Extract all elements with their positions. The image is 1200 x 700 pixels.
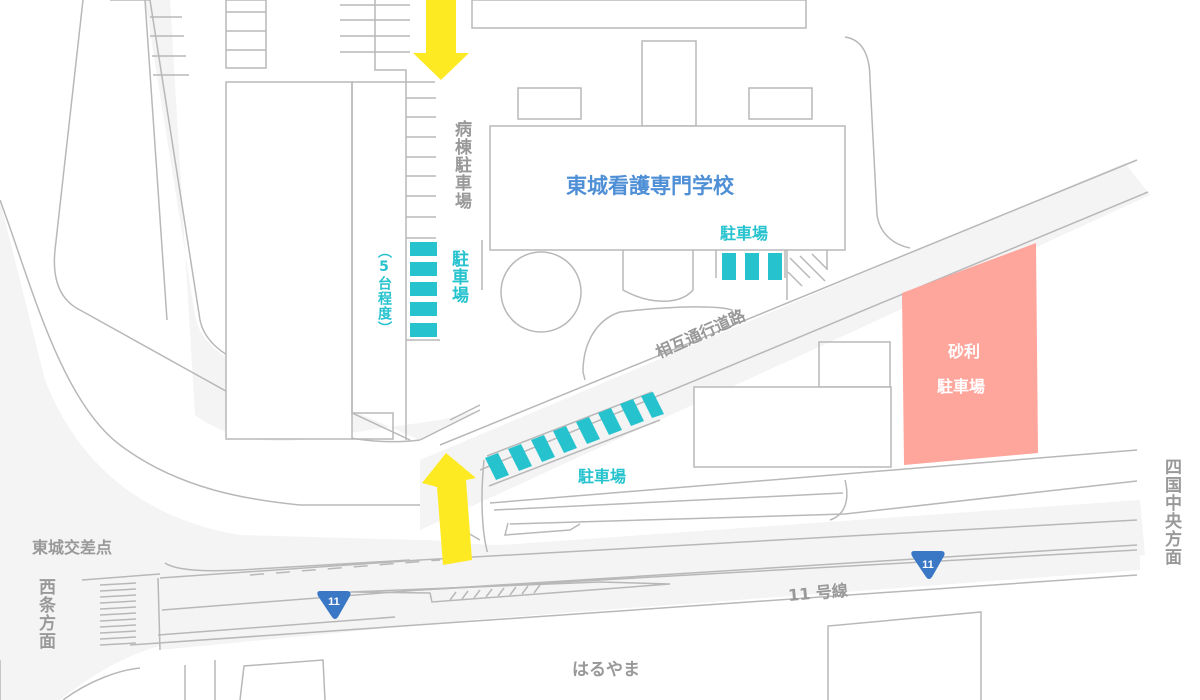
angled-parking-label: 駐車場 [578,467,627,486]
mutual-road [420,163,1150,530]
gravel-parking-label-2: 駐車場 [937,377,986,396]
side-parking-note: （5台程度） [376,244,392,336]
ward-parking-label: 病棟駐車場 [451,120,471,210]
route-11-shield-icon: 11 [911,551,945,579]
harurama-label: はるやま [572,660,640,680]
gravel-parking-lot [902,243,1038,465]
east-direction-label: 四国中央方面 [1161,458,1181,566]
school-parking-stalls [722,253,782,280]
route-11-shield-icon: 11 [317,591,351,619]
gravel-parking-label-1: 砂利 [948,342,981,361]
intersection-label: 東城交差点 [32,538,113,557]
side-parking-stalls [410,242,437,337]
svg-text:11: 11 [328,596,340,608]
school-label: 東城看護専門学校 [566,174,734,198]
arrow-up-icon [422,453,476,565]
angled-parking-stalls [485,392,664,480]
arrow-down-icon [413,0,469,80]
svg-text:11: 11 [922,559,934,571]
west-direction-label: 西条方面 [35,578,55,650]
side-parking-label: 駐車場 [448,250,468,304]
school-parking-label: 駐車場 [720,224,769,243]
